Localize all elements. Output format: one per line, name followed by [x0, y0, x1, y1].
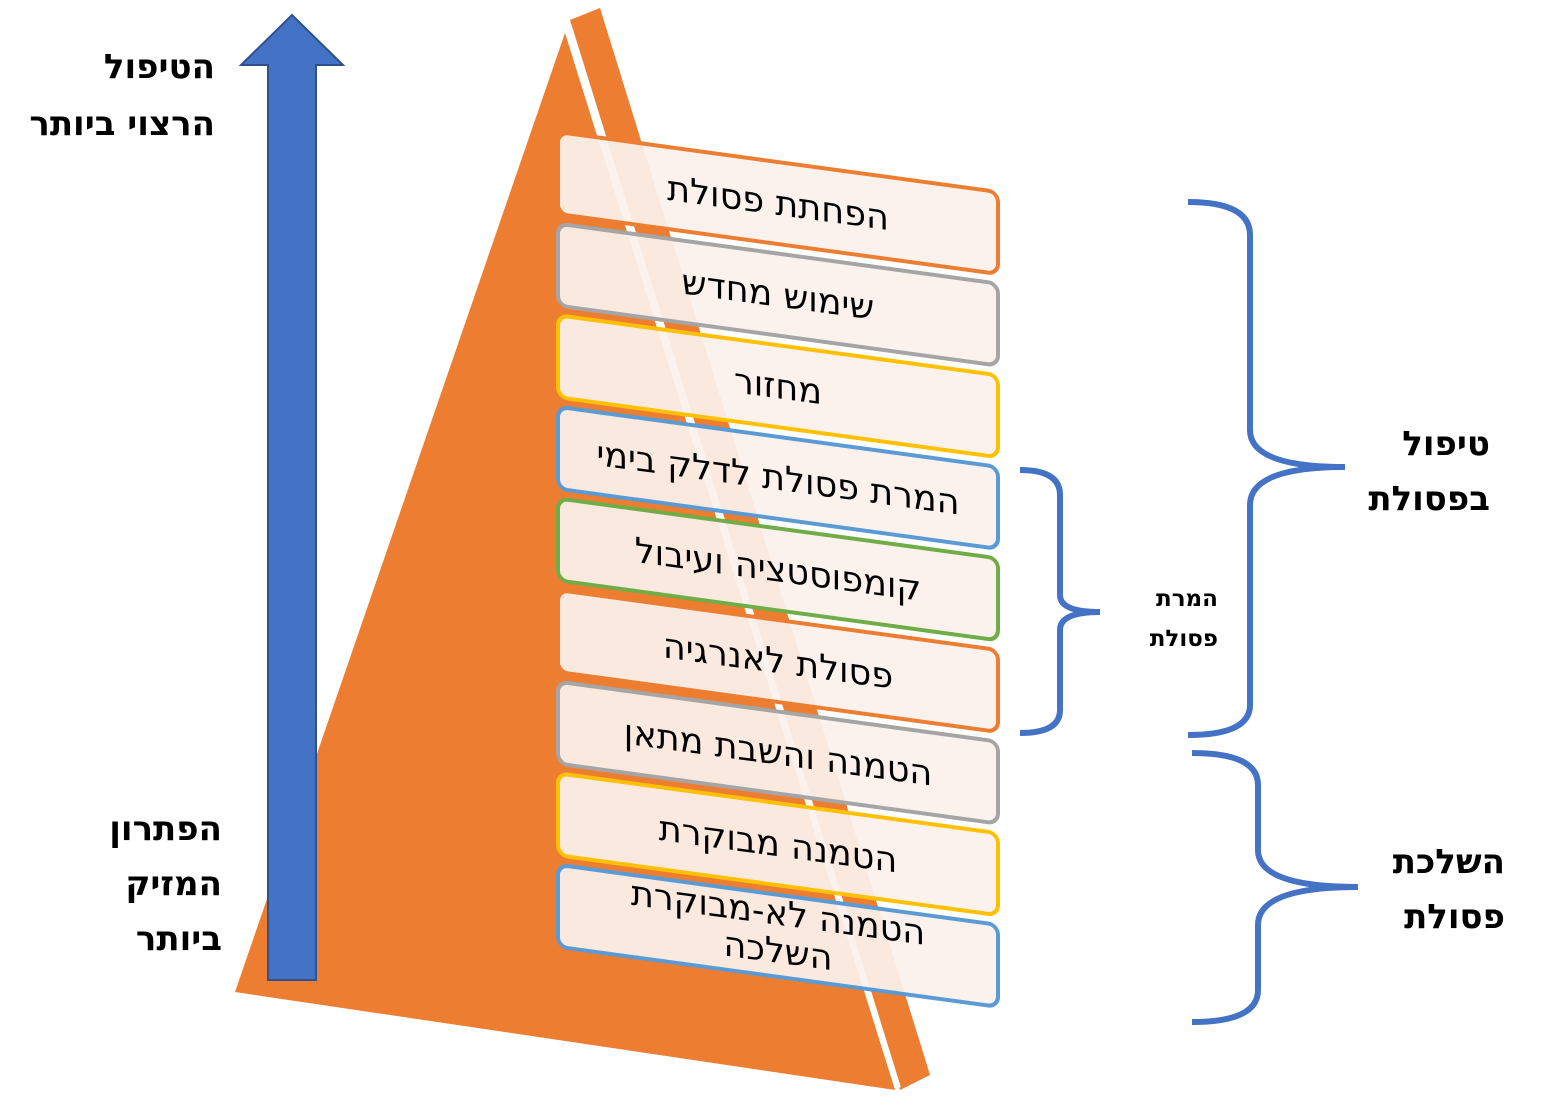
bracket-disposal-label-line2: פסולת	[1404, 897, 1505, 937]
step-box	[556, 314, 1000, 458]
step-8: הטמנה מבוקרת	[556, 772, 1000, 916]
step-3: מחזור	[556, 314, 1000, 458]
bracket-treatment	[1187, 199, 1346, 738]
step-box	[556, 864, 1000, 1008]
arrow-bottom-label-line3: ביותר	[136, 919, 222, 959]
bracket-conversion-label-line1: המרת	[1156, 586, 1218, 612]
bracket-treatment-label-line2: בפסולת	[1368, 479, 1490, 519]
step-box	[556, 131, 1000, 275]
step-6: פסולת לאנרגיה	[556, 589, 1000, 733]
step-box	[556, 497, 1000, 642]
step-box	[556, 406, 1000, 550]
step-7: הטמנה והשבת מתאן	[556, 680, 1000, 825]
step-1: הפחתת פסולת	[556, 131, 1000, 275]
step-box	[556, 680, 1000, 825]
bracket-conversion	[1019, 467, 1101, 736]
arrow-bottom-label-line1: הפתרון	[109, 809, 222, 849]
bracket-conversion-label-line2: פסולת	[1150, 626, 1218, 652]
step-box	[556, 772, 1000, 916]
bracket-disposal-label-line1: השלכת	[1393, 842, 1505, 882]
step-2: שימוש מחדש	[556, 222, 1000, 367]
step-5: קומפוסטציה ועיבול	[556, 497, 1000, 642]
bracket-treatment-label-line1: טיפול	[1402, 424, 1490, 464]
step-box	[556, 589, 1000, 733]
up-arrow	[238, 13, 346, 981]
arrow-bottom-label-line2: המזיק	[125, 864, 222, 904]
arrow-top-label-line2: הרצוי ביותר	[29, 104, 215, 144]
step-box	[556, 222, 1000, 367]
arrow-top-label-line1: הטיפול	[104, 47, 215, 87]
bracket-disposal	[1191, 750, 1359, 1025]
